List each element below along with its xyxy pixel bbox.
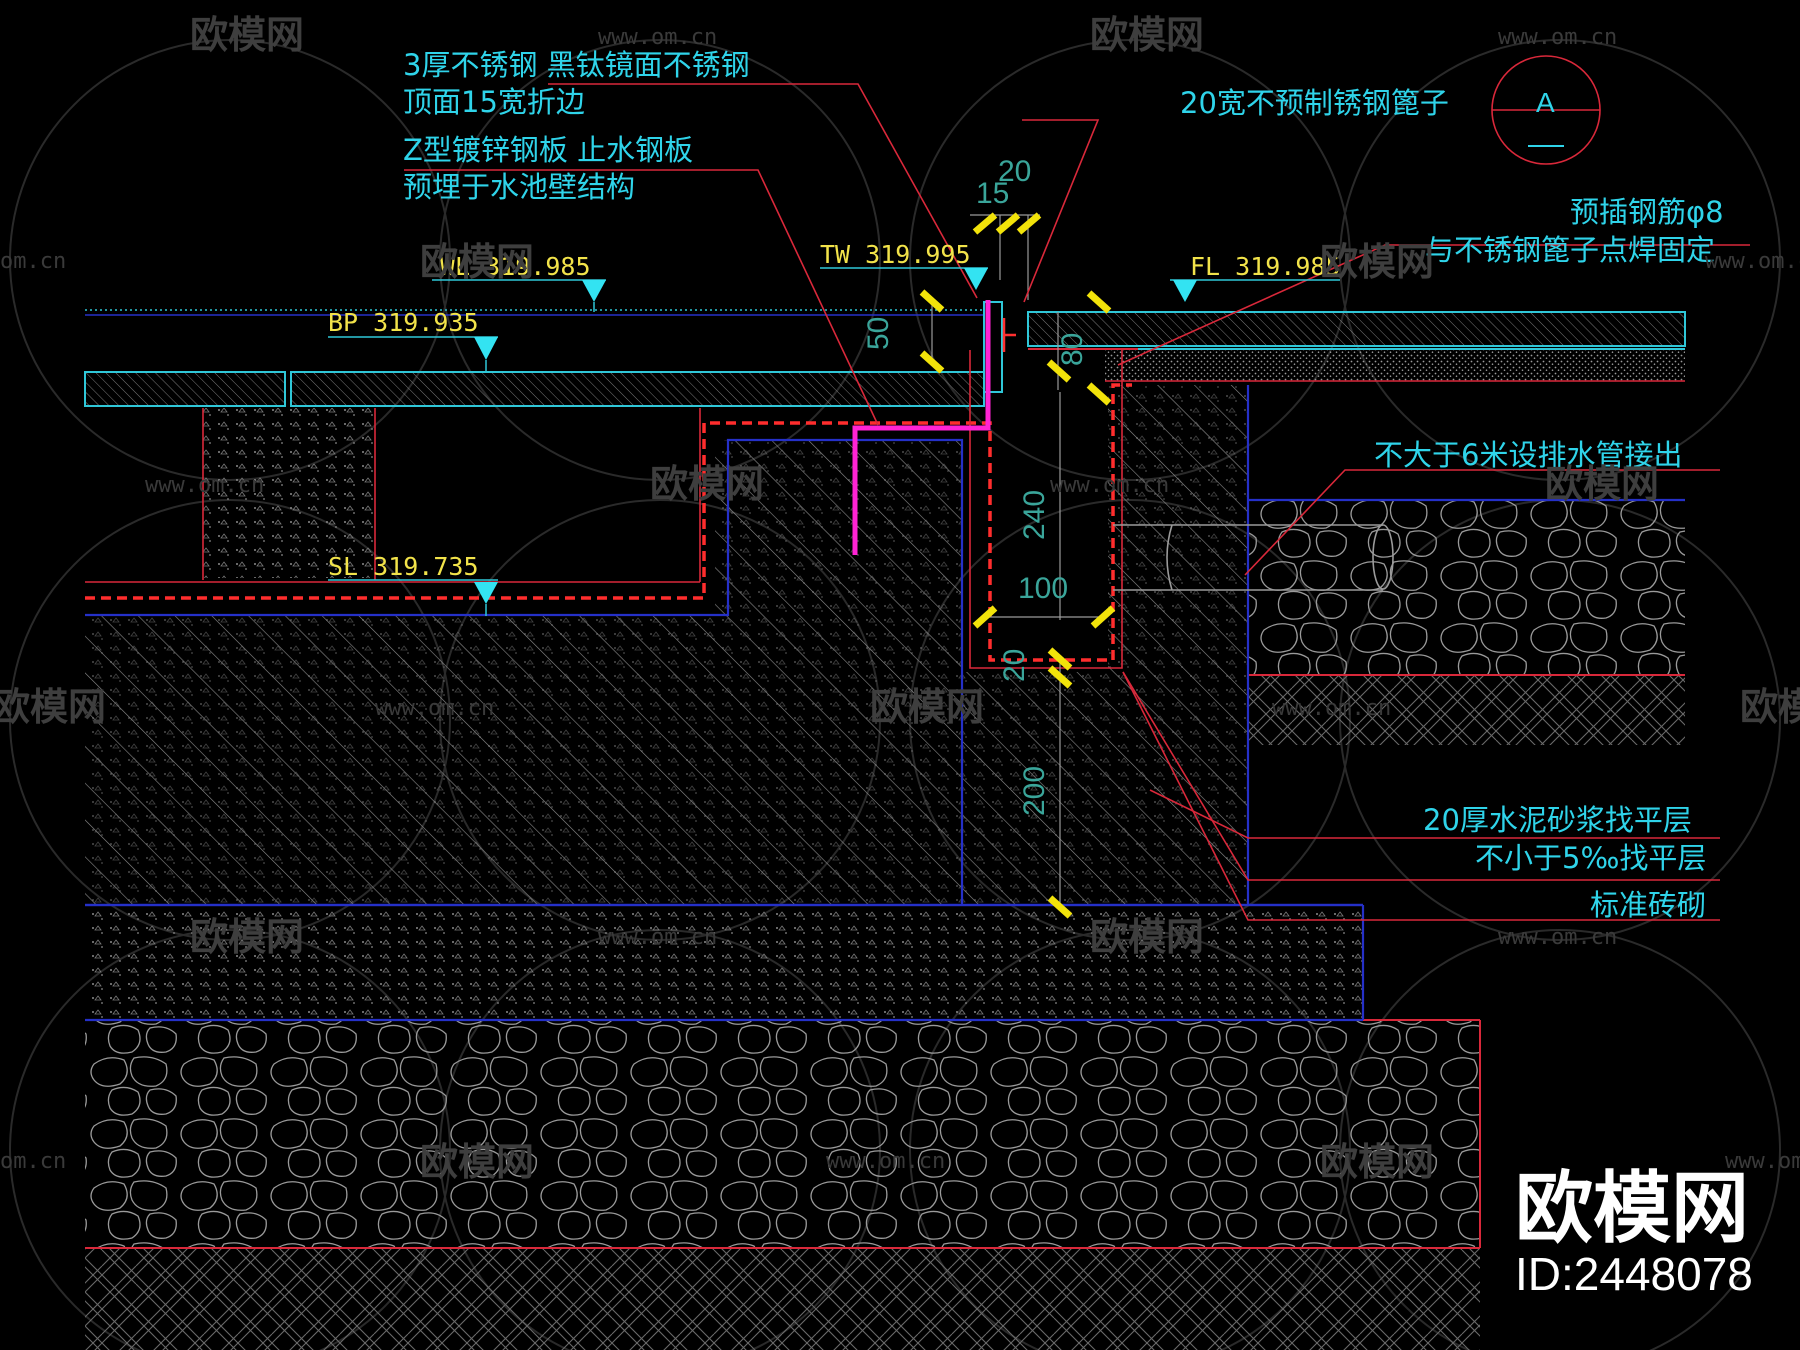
dim-200: 200 (1018, 766, 1051, 816)
watermark-url: www.om.cn (1705, 249, 1800, 274)
elevation-wl: WL 319.985 (432, 252, 606, 312)
note-drain: 不大于6米设排水管接出 (1374, 438, 1682, 472)
watermark-brand: 欧模网 (420, 1140, 534, 1184)
watermark-brand: 欧模网 (420, 240, 534, 284)
watermark-url: www.om.cn (1498, 925, 1617, 950)
watermark-url: www.om.cn (1498, 25, 1617, 50)
watermark-url: www.om.cn (598, 25, 717, 50)
dim-80: 80 (1056, 333, 1089, 366)
stainless-edge-zplate (852, 300, 1016, 555)
note-steel-line1: 3厚不锈钢 黑钛镜面不锈钢 (403, 48, 750, 82)
drain-pipe (1113, 524, 1394, 591)
elevation-bp-label: BP 319.935 (328, 308, 479, 337)
section-mark-letter: A (1536, 87, 1555, 118)
dim-20-bottom: 20 (998, 649, 1031, 682)
deck-paving (1027, 311, 1686, 382)
watermark-brand: 欧模网 (1090, 915, 1204, 959)
note-mortar: 20厚水泥砂浆找平层 (1423, 803, 1692, 837)
watermark-brand: 欧模网 (0, 685, 106, 729)
watermark-brand: 欧模网 (190, 915, 304, 959)
watermark-brand: 欧模网 (1545, 462, 1659, 506)
note-brick: 标准砖砌 (1590, 888, 1706, 922)
ground-layers (85, 498, 1685, 1350)
elevation-fl-label: FL 319.985 (1190, 252, 1341, 281)
note-slope: 不小于5‰找平层 (1475, 841, 1706, 875)
elevation-bp: BP 319.935 (328, 308, 498, 372)
note-steel-line2: 顶面15宽折边 (403, 85, 585, 119)
logo-brand: 欧模网 (1515, 1164, 1749, 1254)
leader-lines (404, 83, 1750, 921)
watermark-brand: 欧模网 (1090, 13, 1204, 57)
pool-wall-structure (85, 385, 1363, 907)
dim-100: 100 (1018, 572, 1068, 605)
watermark-url: www.om.cn (145, 473, 264, 498)
note-grate: 20宽不预制锈钢篦子 (1180, 86, 1449, 120)
dim-240: 240 (1018, 490, 1051, 540)
dim-15: 15 (976, 177, 1009, 210)
watermark-brand: 欧模网 (650, 462, 764, 506)
elevation-fl: FL 319.985 (1170, 252, 1341, 302)
elevation-markers: WL 319.985 BP 319.935 SL 319.735 TW 319.… (328, 240, 1341, 616)
dimension-ticks (919, 212, 1116, 919)
watermark-brand: 欧模网 (870, 685, 984, 729)
waterproof-membrane (85, 350, 1132, 669)
watermark-brand: 欧模网 (1320, 240, 1434, 284)
watermark-brand: 欧模网 (1320, 1140, 1434, 1184)
watermark-brand: 欧模网 (190, 13, 304, 57)
dim-20-top: 20 (998, 155, 1031, 188)
elevation-tw: TW 319.995 (820, 240, 988, 290)
watermark-url-partial: om.cn (0, 249, 66, 274)
watermark-url: www.om.cn (375, 696, 494, 721)
elevation-tw-label: TW 319.995 (820, 240, 971, 269)
note-zplate-line1: Z型镀锌钢板 止水钢板 (403, 133, 693, 167)
watermark-url: www.om.cn (598, 925, 717, 950)
logo-id: ID:2448078 (1515, 1248, 1753, 1300)
watermark-url-partial: om.cn (0, 1149, 66, 1174)
elevation-wl-label: WL 319.985 (440, 252, 591, 281)
note-rebar-line1: 预插钢筋φ8 (1570, 195, 1724, 229)
watermark-brand: 欧模网 (1740, 685, 1800, 729)
elevation-sl: SL 319.735 (328, 552, 498, 616)
dimension-labels: 20 15 50 80 240 100 20 200 (862, 155, 1089, 816)
watermark-url: www.om.cn (1050, 473, 1169, 498)
elevation-sl-label: SL 319.735 (328, 552, 479, 581)
pool-water-paving (84, 309, 985, 407)
watermark-url: www.om.cn (1725, 1149, 1800, 1174)
dim-50: 50 (862, 317, 895, 350)
section-mark: A (1491, 55, 1601, 165)
watermark-text: 欧模网 欧模网 欧模网 欧模网 欧模网 欧模网 欧模网 欧模网 欧模网 欧模网 … (0, 13, 1800, 1184)
watermark-url: www.om.cn (826, 1149, 945, 1174)
note-zplate-line2: 预埋于水池壁结构 (403, 170, 635, 204)
note-rebar-line2: 与不锈钢篦子点焊固定 (1425, 233, 1715, 267)
pool-floor-pillar (202, 408, 376, 580)
watermark-url: www.om.cn (1272, 696, 1391, 721)
brand-logo: 欧模网 ID:2448078 (1515, 1164, 1753, 1300)
annotation-notes: 3厚不锈钢 黑钛镜面不锈钢 顶面15宽折边 Z型镀锌钢板 止水钢板 预埋于水池壁… (403, 48, 1724, 922)
